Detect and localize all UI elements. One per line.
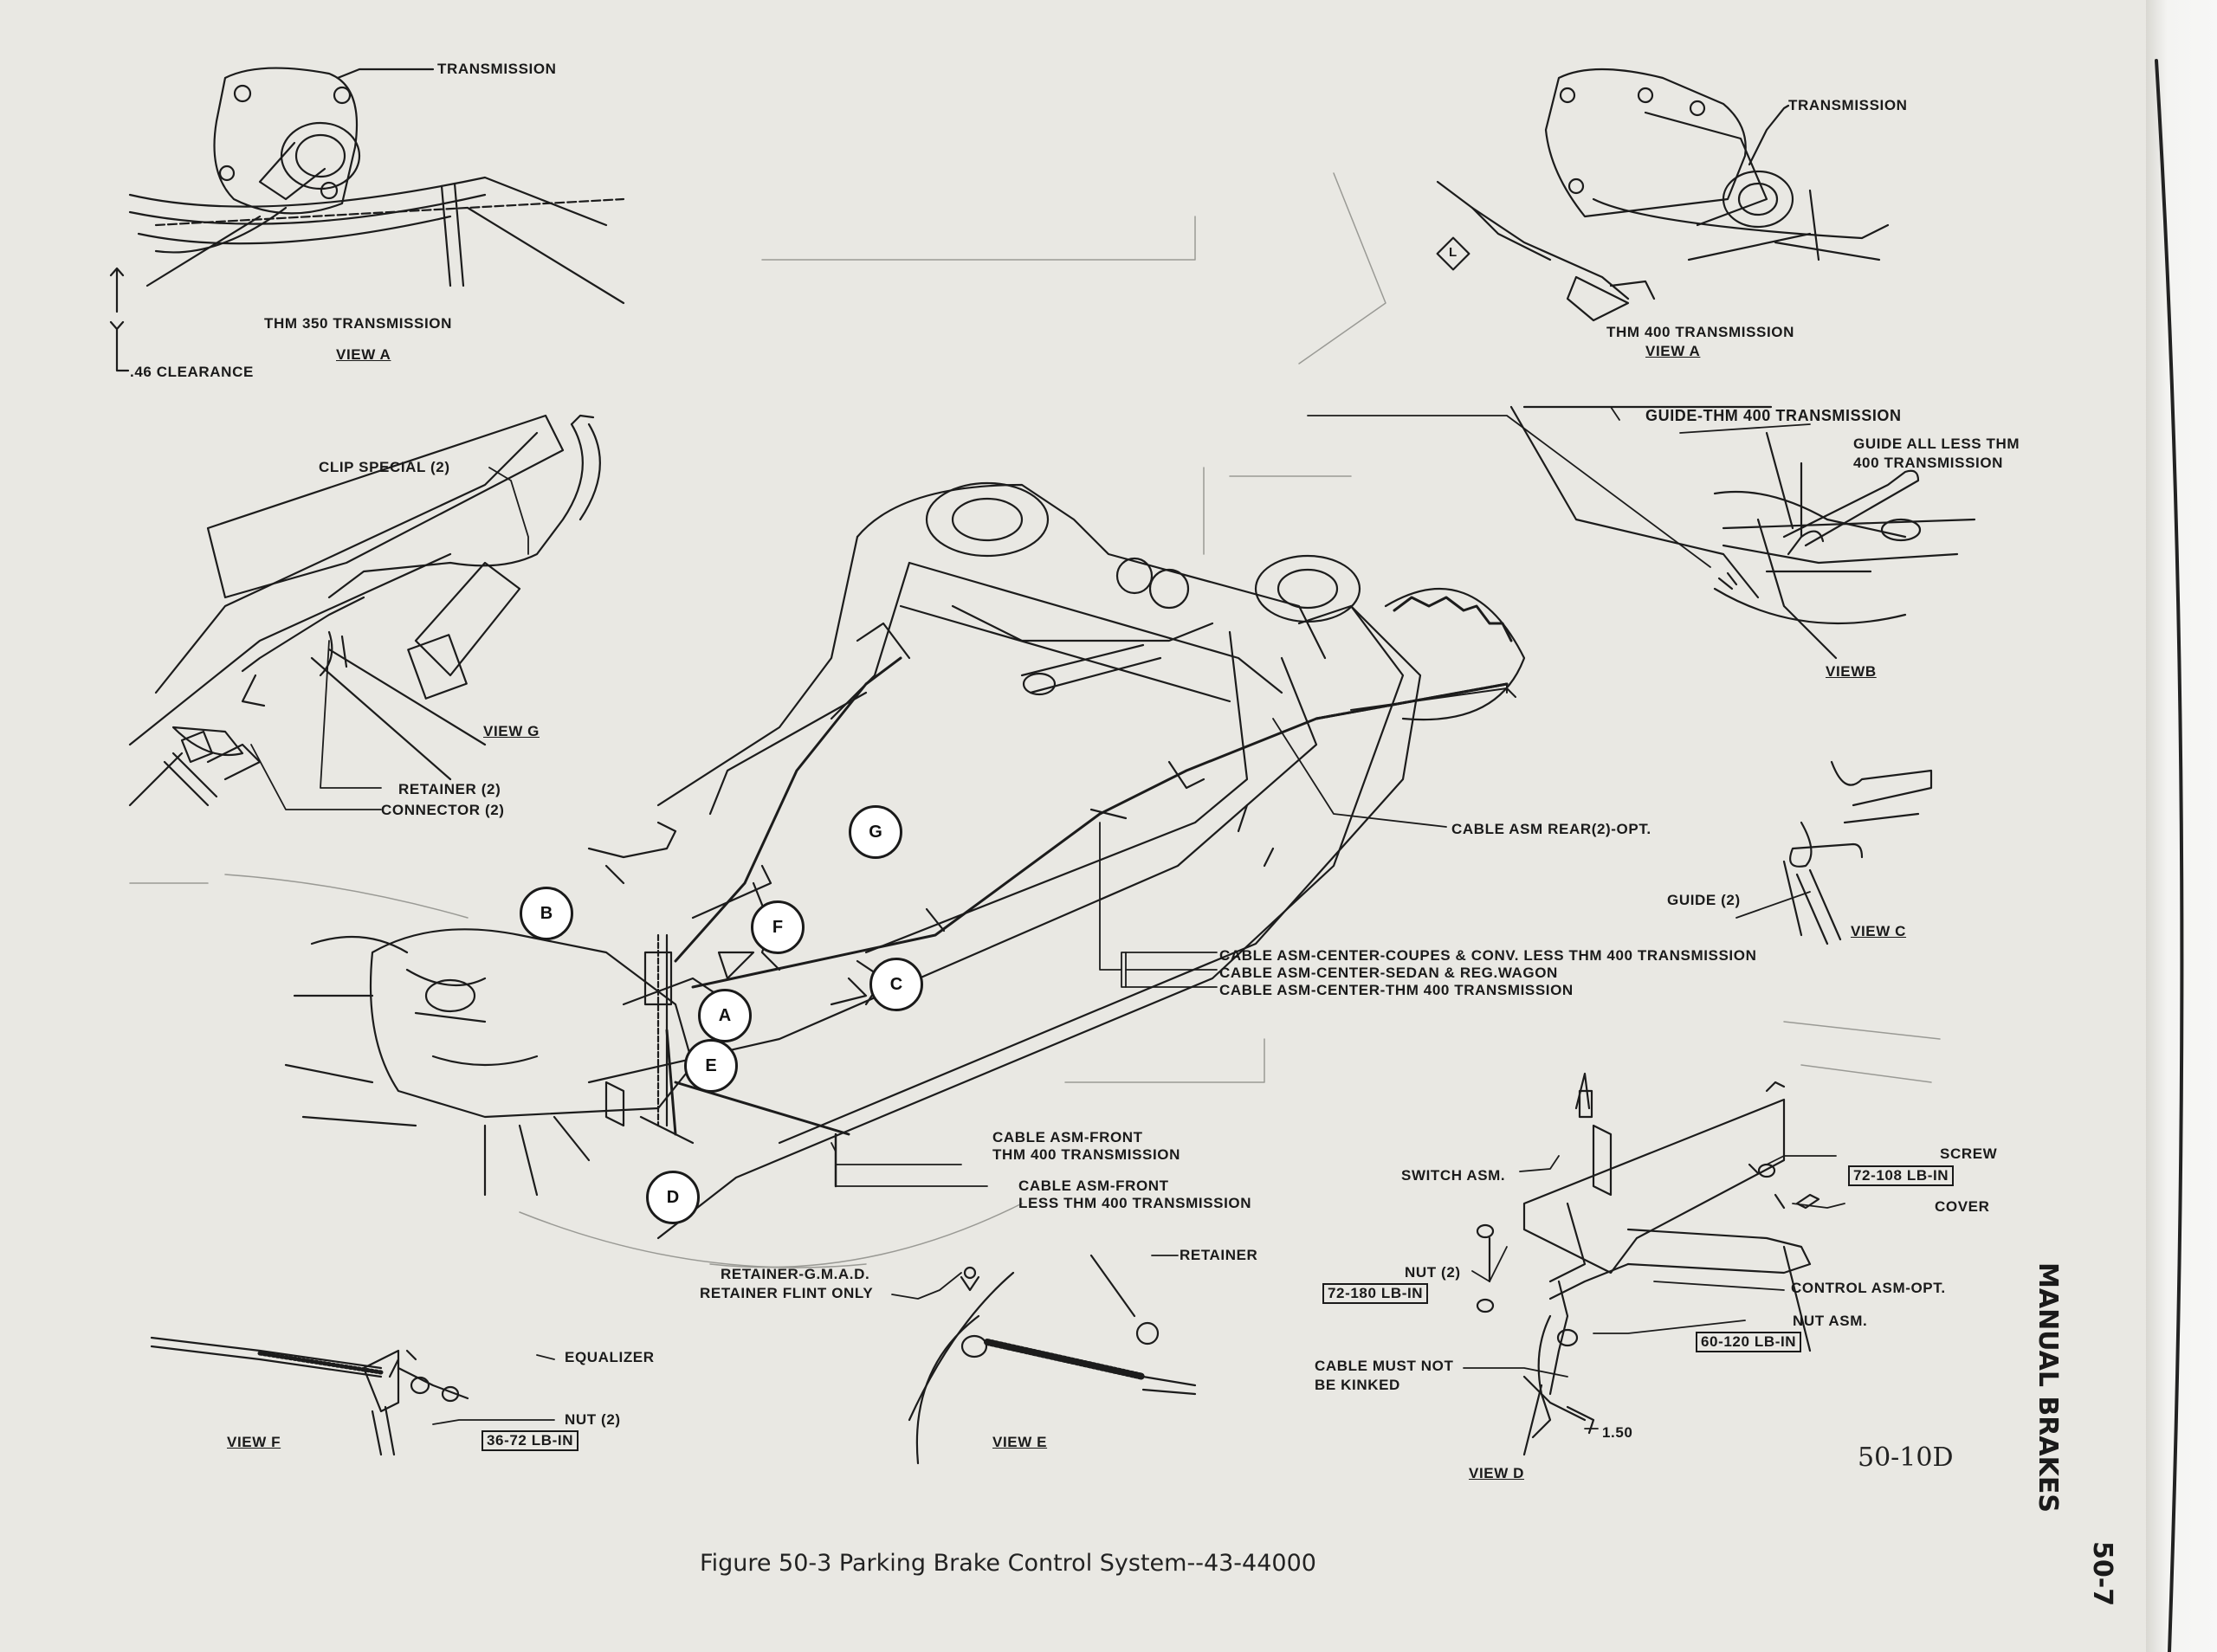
callout-e: E <box>684 1039 738 1093</box>
view-a-350-view-label: VIEW A <box>336 346 391 363</box>
page-number: 50-7 <box>2087 1541 2117 1607</box>
connector-label: CONNECTOR (2) <box>381 802 505 818</box>
cable-center-label-3: CABLE ASM-CENTER-THM 400 TRANSMISSION <box>1219 982 1574 998</box>
guide-all-label-1: GUIDE ALL LESS THM <box>1853 436 2020 452</box>
cable-front-less400-label-2: LESS THM 400 TRANSMISSION <box>1018 1195 1252 1211</box>
cable-kinked-label-2: BE KINKED <box>1315 1377 1400 1393</box>
cable-rear-label: CABLE ASM REAR(2)-OPT. <box>1451 821 1651 837</box>
cable-front-thm400-label-2: THM 400 TRANSMISSION <box>992 1146 1180 1163</box>
gutter-curve <box>2155 59 2184 1652</box>
view-f-label: VIEW F <box>227 1434 281 1450</box>
view-a-350-transmission-label: TRANSMISSION <box>437 61 557 77</box>
view-a-350-drawing <box>109 67 625 372</box>
view-b-label: VIEWB <box>1826 663 1877 680</box>
view-g-drawing <box>128 414 601 807</box>
view-a-400-view-label: VIEW A <box>1645 343 1701 359</box>
cable-front-less400-label-1: CABLE ASM-FRONT <box>1018 1178 1169 1194</box>
callout-a: A <box>698 989 752 1042</box>
clearance-label: .46 CLEARANCE <box>130 364 254 380</box>
equalizer-label: EQUALIZER <box>565 1349 655 1365</box>
callout-b: B <box>520 887 573 940</box>
view-f-drawing <box>150 1336 469 1456</box>
view-d-nut-label: NUT (2) <box>1405 1264 1461 1281</box>
figure-caption: Figure 50-3 Parking Brake Control System… <box>700 1550 1316 1577</box>
view-a-400-title: THM 400 TRANSMISSION <box>1606 324 1794 340</box>
callout-c: C <box>869 958 923 1011</box>
cable-front-thm400-label-1: CABLE ASM-FRONT <box>992 1129 1143 1145</box>
guide-2-label: GUIDE (2) <box>1667 892 1741 908</box>
callout-f: F <box>751 900 805 954</box>
view-d-nut-torque-label: 72-180 LB-IN <box>1322 1283 1429 1304</box>
nut-asm-label: NUT ASM. <box>1793 1313 1868 1329</box>
nut-asm-torque-label: 60-120 LB-IN <box>1696 1332 1802 1352</box>
cover-label: COVER <box>1935 1198 1990 1215</box>
leader-lines <box>250 406 1845 1429</box>
view-b-drawing <box>1509 405 1976 660</box>
view-a-400-marker: L <box>1449 245 1458 260</box>
dimension-label: 1.50 <box>1602 1424 1633 1441</box>
cable-center-label-1: CABLE ASM-CENTER-COUPES & CONV. LESS THM… <box>1219 947 1757 964</box>
view-f-nut-torque-label: 36-72 LB-IN <box>482 1430 579 1451</box>
screw-torque-label: 72-108 LB-IN <box>1848 1165 1955 1186</box>
callout-g: G <box>849 805 902 859</box>
view-d-label: VIEW D <box>1469 1465 1525 1481</box>
control-asm-label: CONTROL ASM-OPT. <box>1791 1280 1946 1296</box>
view-g-label: VIEW G <box>483 723 540 739</box>
view-a-350-title: THM 350 TRANSMISSION <box>264 315 452 332</box>
callout-d: D <box>646 1171 700 1224</box>
view-e-label: VIEW E <box>992 1434 1048 1450</box>
cable-kinked-label-1: CABLE MUST NOT <box>1315 1358 1454 1374</box>
view-a-400-drawing <box>1436 68 1890 322</box>
retainer-gmad-label: RETAINER-G.M.A.D. <box>721 1266 870 1282</box>
view-c-drawing <box>1782 760 1933 945</box>
clip-special-label: CLIP SPECIAL (2) <box>319 459 450 475</box>
view-e-drawing <box>908 1254 1197 1465</box>
switch-asm-label: SWITCH ASM. <box>1401 1167 1506 1184</box>
view-f-nut-label: NUT (2) <box>565 1411 621 1428</box>
view-c-label: VIEW C <box>1851 923 1907 939</box>
view-e-retainer-label: RETAINER <box>1180 1247 1258 1263</box>
guide-thm400-label: GUIDE-THM 400 TRANSMISSION <box>1645 407 1902 424</box>
chassis-drawing <box>129 172 1941 1268</box>
figure-code: 50-10D <box>1858 1442 1954 1473</box>
retainer-label: RETAINER (2) <box>398 781 501 797</box>
view-a-400-transmission-label: TRANSMISSION <box>1788 97 1908 113</box>
screw-label: SCREW <box>1940 1145 1998 1162</box>
retainer-flint-label: RETAINER FLINT ONLY <box>700 1285 874 1301</box>
section-title: MANUAL BRAKES <box>2033 1262 2063 1513</box>
view-d-drawing <box>1476 1072 1820 1456</box>
cable-center-label-2: CABLE ASM-CENTER-SEDAN & REG.WAGON <box>1219 965 1558 981</box>
guide-all-label-2: 400 TRANSMISSION <box>1853 455 2004 471</box>
